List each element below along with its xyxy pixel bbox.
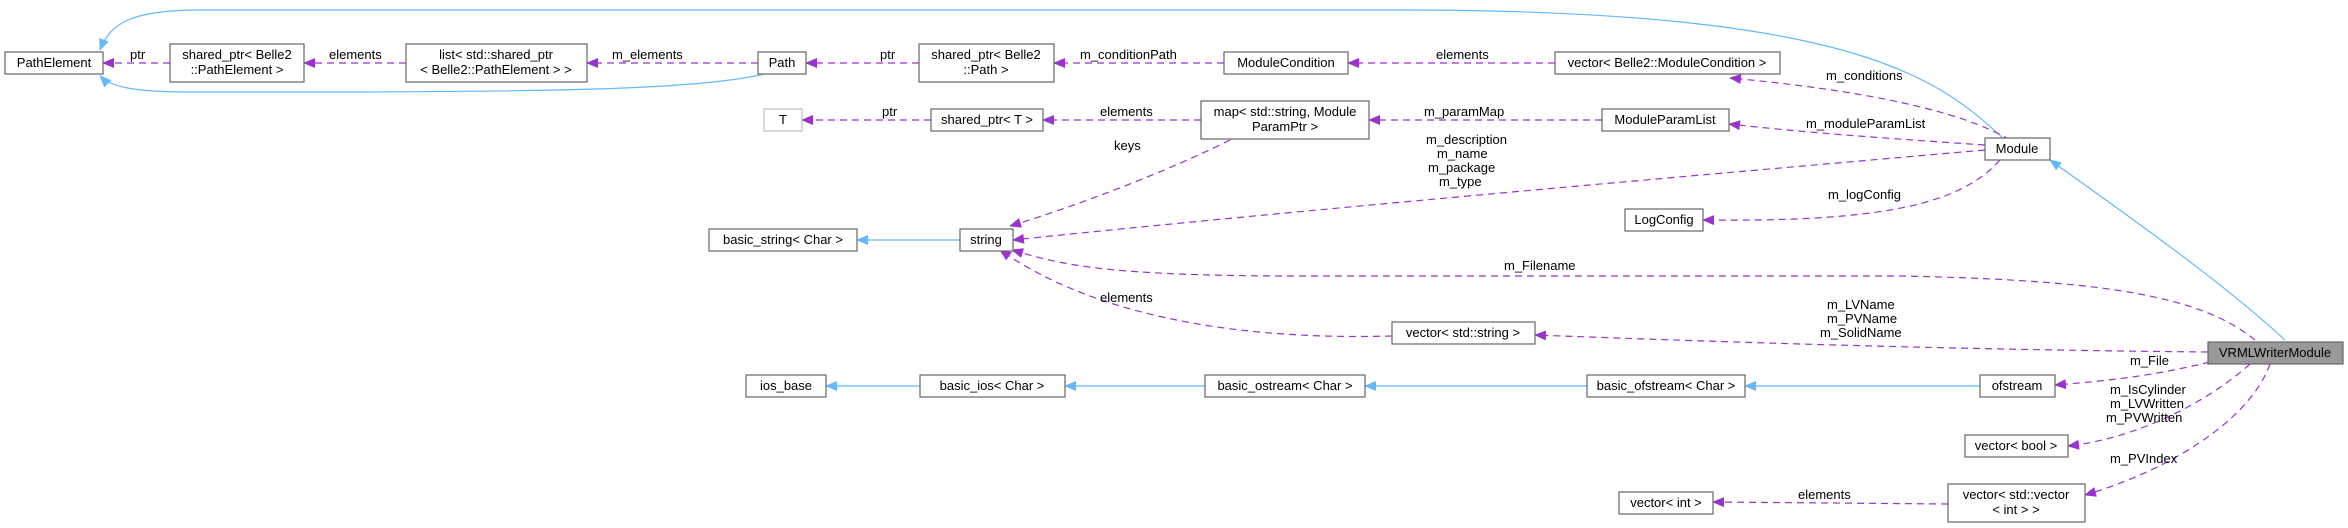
edge-path-to-pathelement-bottom — [99, 69, 781, 93]
svg-text:ModuleCondition: ModuleCondition — [1237, 55, 1335, 70]
node-basic-string[interactable]: basic_string< Char > — [708, 228, 858, 252]
edge-label-m-file: m_File — [2130, 353, 2169, 368]
edge-label-elements: elements — [329, 47, 382, 62]
node-shared-ptr-path-element[interactable]: shared_ptr< Belle2 ::PathElement > — [169, 43, 305, 83]
edge-label-m-filename: m_Filename — [1504, 258, 1576, 273]
svg-text:shared_ptr< Belle2: shared_ptr< Belle2 — [931, 47, 1041, 62]
edge-module-to-paramlist — [1728, 120, 1986, 146]
edge-label-m-lvname: m_LVName — [1827, 297, 1895, 312]
svg-text:LogConfig: LogConfig — [1634, 212, 1693, 227]
edge-label-m-conditions: m_conditions — [1826, 68, 1903, 83]
edge-label-m-pvwritten: m_PVWritten — [2106, 410, 2182, 425]
node-vector-bool[interactable]: vector< bool > — [1964, 434, 2069, 458]
edge-label-m-solidname: m_SolidName — [1820, 325, 1902, 340]
node-vrml-writer-module[interactable]: VRMLWriterModule — [2207, 341, 2344, 365]
edge-label-m-package: m_package — [1428, 160, 1495, 175]
svg-text:::Path >: ::Path > — [963, 62, 1008, 77]
node-basic-ios[interactable]: basic_ios< Char > — [919, 374, 1066, 398]
edge-vector-vector-int-to-vector-int — [1712, 497, 1949, 508]
edge-module-to-string — [1012, 149, 1986, 244]
svg-text:ofstream: ofstream — [1992, 378, 2043, 393]
svg-text:string: string — [970, 232, 1002, 247]
node-module-param-list[interactable]: ModuleParamList — [1601, 108, 1730, 132]
svg-text:ParamPtr >: ParamPtr > — [1252, 119, 1318, 134]
edge-label-m-pvname: m_PVName — [1827, 311, 1897, 326]
node-map-param[interactable]: map< std::string, Module ParamPtr > — [1200, 100, 1370, 140]
svg-text:PathElement: PathElement — [17, 55, 92, 70]
node-basic-ofstream[interactable]: basic_ofstream< Char > — [1586, 374, 1746, 398]
node-ios-base[interactable]: ios_base — [745, 374, 827, 398]
edge-label-m-module-param-list: m_moduleParamList — [1806, 116, 1926, 131]
edge-vector-string-to-string — [999, 249, 1393, 338]
svg-text:shared_ptr< Belle2: shared_ptr< Belle2 — [182, 47, 292, 62]
svg-text:vector< int >: vector< int > — [1630, 495, 1702, 510]
edge-label-elements: elements — [1436, 47, 1489, 62]
edge-label-m-log-config: m_logConfig — [1828, 187, 1901, 202]
node-shared-ptr-t[interactable]: shared_ptr< T > — [930, 108, 1044, 132]
node-module-condition[interactable]: ModuleCondition — [1223, 51, 1349, 75]
node-module[interactable]: Module — [1984, 137, 2051, 161]
svg-text:shared_ptr< T >: shared_ptr< T > — [941, 112, 1033, 127]
svg-text:ModuleParamList: ModuleParamList — [1614, 112, 1716, 127]
edge-label-elements: elements — [1798, 487, 1851, 502]
node-shared-ptr-path[interactable]: shared_ptr< Belle2 ::Path > — [918, 43, 1055, 83]
edge-label-ptr: ptr — [882, 104, 898, 119]
svg-text:basic_ofstream< Char >: basic_ofstream< Char > — [1597, 378, 1736, 393]
svg-text:map< std::string, Module: map< std::string, Module — [1214, 104, 1357, 119]
node-vector-module-condition[interactable]: vector< Belle2::ModuleCondition > — [1554, 51, 1781, 75]
edge-vrml-to-module — [2049, 159, 2286, 341]
edge-label-m-param-map: m_paramMap — [1424, 104, 1504, 119]
node-ofstream[interactable]: ofstream — [1979, 374, 2056, 398]
svg-text:vector< Belle2::ModuleConditio: vector< Belle2::ModuleCondition > — [1568, 55, 1767, 70]
edge-path-to-pathelement-top — [99, 9, 2006, 141]
edge-label-keys: keys — [1114, 138, 1141, 153]
svg-text:vector< std::vector: vector< std::vector — [1963, 487, 2070, 502]
node-path[interactable]: Path — [757, 51, 807, 75]
edge-module-to-vector-condition — [1729, 74, 2011, 141]
edge-label-m-name: m_name — [1437, 146, 1488, 161]
node-string[interactable]: string — [959, 228, 1014, 252]
edge-label-m-type: m_type — [1439, 174, 1482, 189]
node-basic-ostream[interactable]: basic_ostream< Char > — [1204, 374, 1366, 398]
svg-text:T: T — [779, 112, 787, 127]
svg-text:ios_base: ios_base — [760, 378, 812, 393]
edge-label-m-condition-path: m_conditionPath — [1080, 47, 1177, 62]
svg-text:vector< std::string >: vector< std::string > — [1406, 325, 1520, 340]
edge-map-to-string — [1009, 139, 1231, 228]
edge-label-m-description: m_description — [1426, 132, 1507, 147]
edge-label-elements: elements — [1100, 104, 1153, 119]
svg-text:vector< bool >: vector< bool > — [1975, 438, 2057, 453]
svg-text:basic_ostream< Char >: basic_ostream< Char > — [1217, 378, 1352, 393]
node-path-element[interactable]: PathElement — [4, 51, 104, 75]
node-t[interactable]: T — [763, 108, 803, 132]
svg-text:< Belle2::PathElement > >: < Belle2::PathElement > > — [420, 62, 571, 77]
edge-label-m-pvindex: m_PVIndex — [2110, 451, 2178, 466]
node-vector-vector-int[interactable]: vector< std::vector < int > > — [1947, 483, 2086, 523]
edge-label-m-lvwritten: m_LVWritten — [2110, 396, 2184, 411]
edge-module-to-logconfig — [1702, 159, 2001, 226]
svg-text:Path: Path — [769, 55, 796, 70]
edge-vrml-to-ofstream — [2054, 361, 2211, 390]
edge-label-ptr: ptr — [880, 47, 896, 62]
svg-text:VRMLWriterModule: VRMLWriterModule — [2219, 345, 2331, 360]
edge-vrml-to-string — [1011, 248, 2256, 341]
svg-text:basic_ios< Char >: basic_ios< Char > — [940, 378, 1045, 393]
node-list-shared-ptr[interactable]: list< std::shared_ptr < Belle2::PathElem… — [405, 43, 588, 83]
edge-vrml-to-vector-string — [1534, 330, 2209, 353]
node-vector-int[interactable]: vector< int > — [1618, 491, 1714, 515]
edge-label-m-elements: m_elements — [612, 47, 683, 62]
node-vector-string[interactable]: vector< std::string > — [1391, 321, 1536, 345]
svg-text:Module: Module — [1996, 141, 2039, 156]
svg-text:basic_string< Char >: basic_string< Char > — [723, 232, 843, 247]
svg-text:< int > >: < int > > — [1992, 502, 2039, 517]
edge-label-elements: elements — [1100, 290, 1153, 305]
svg-text:::PathElement >: ::PathElement > — [191, 62, 284, 77]
edge-label-m-iscylinder: m_IsCylinder — [2110, 382, 2187, 397]
node-log-config[interactable]: LogConfig — [1624, 208, 1704, 232]
edge-label-ptr: ptr — [130, 47, 146, 62]
svg-text:list< std::shared_ptr: list< std::shared_ptr — [439, 47, 553, 62]
